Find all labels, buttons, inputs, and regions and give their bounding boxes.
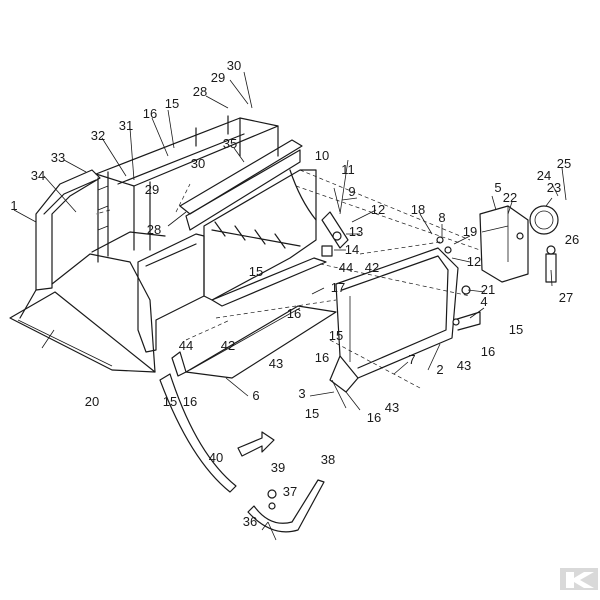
callout-27: 27 xyxy=(559,290,573,305)
callout-19: 19 xyxy=(463,224,477,239)
callout-38: 38 xyxy=(321,452,335,467)
callout-44b: 44 xyxy=(179,338,193,353)
callout-16b: 16 xyxy=(315,350,329,365)
callout-15a: 15 xyxy=(165,96,179,111)
callout-43a: 43 xyxy=(269,356,283,371)
callout-20: 20 xyxy=(85,394,99,409)
callout-35: 35 xyxy=(223,136,237,151)
callout-22: 22 xyxy=(503,190,517,205)
callout-18: 18 xyxy=(411,202,425,217)
callout-30b: 30 xyxy=(191,156,205,171)
callout-29a: 29 xyxy=(211,70,225,85)
callout-34: 34 xyxy=(31,168,45,183)
callout-6: 6 xyxy=(252,388,259,403)
callout-33: 33 xyxy=(51,150,65,165)
callout-4: 4 xyxy=(480,294,487,309)
callout-44a: 44 xyxy=(339,260,353,275)
callout-14: 14 xyxy=(345,242,359,257)
callout-5: 5 xyxy=(494,180,501,195)
callout-labels: 1 2 3 4 5 6 7 8 9 10 11 12 12 13 14 15 1… xyxy=(10,58,579,529)
kramp-logo-icon xyxy=(560,568,598,590)
callout-3: 3 xyxy=(298,386,305,401)
callout-9: 9 xyxy=(348,184,355,199)
callout-42a: 42 xyxy=(365,260,379,275)
callout-15b: 15 xyxy=(249,264,263,279)
callout-31: 31 xyxy=(119,118,133,133)
callout-28a: 28 xyxy=(193,84,207,99)
callout-15d: 15 xyxy=(509,322,523,337)
callout-39: 39 xyxy=(271,460,285,475)
callout-16a: 16 xyxy=(143,106,157,121)
callout-1: 1 xyxy=(10,198,17,213)
callout-11: 11 xyxy=(341,162,355,177)
callout-26: 26 xyxy=(565,232,579,247)
direction-arrow-icon xyxy=(237,431,275,457)
callout-16f: 16 xyxy=(287,306,301,321)
callout-16e: 16 xyxy=(367,410,381,425)
callout-7: 7 xyxy=(408,352,415,367)
callout-43c: 43 xyxy=(385,400,399,415)
callout-12a: 12 xyxy=(371,202,385,217)
loose-parts xyxy=(159,373,325,541)
leader-lines xyxy=(13,71,567,531)
callout-17: 17 xyxy=(331,280,345,295)
callout-28b: 28 xyxy=(147,222,161,237)
callout-29b: 29 xyxy=(145,182,159,197)
callout-21: 21 xyxy=(481,282,495,297)
callout-16c: 16 xyxy=(481,344,495,359)
callout-32: 32 xyxy=(91,128,105,143)
main-frame-assembly xyxy=(9,115,337,379)
callout-30a: 30 xyxy=(227,58,241,73)
callout-15c: 15 xyxy=(329,328,343,343)
callout-40: 40 xyxy=(209,450,223,465)
callout-36: 36 xyxy=(243,514,257,529)
callout-37: 37 xyxy=(283,484,297,499)
callout-2: 2 xyxy=(436,362,443,377)
callout-15e: 15 xyxy=(163,394,177,409)
callout-12b: 12 xyxy=(467,254,481,269)
callout-15f: 15 xyxy=(305,406,319,421)
alignment-lines xyxy=(95,169,481,389)
callout-10: 10 xyxy=(315,148,329,163)
callout-24: 24 xyxy=(537,168,551,183)
callout-16d: 16 xyxy=(183,394,197,409)
callout-25: 25 xyxy=(557,156,571,171)
callout-8: 8 xyxy=(438,210,445,225)
callout-13: 13 xyxy=(349,224,363,239)
callout-42b: 42 xyxy=(221,338,235,353)
callout-43b: 43 xyxy=(457,358,471,373)
side-panel-assembly xyxy=(329,247,481,411)
callout-23: 23 xyxy=(547,180,561,195)
